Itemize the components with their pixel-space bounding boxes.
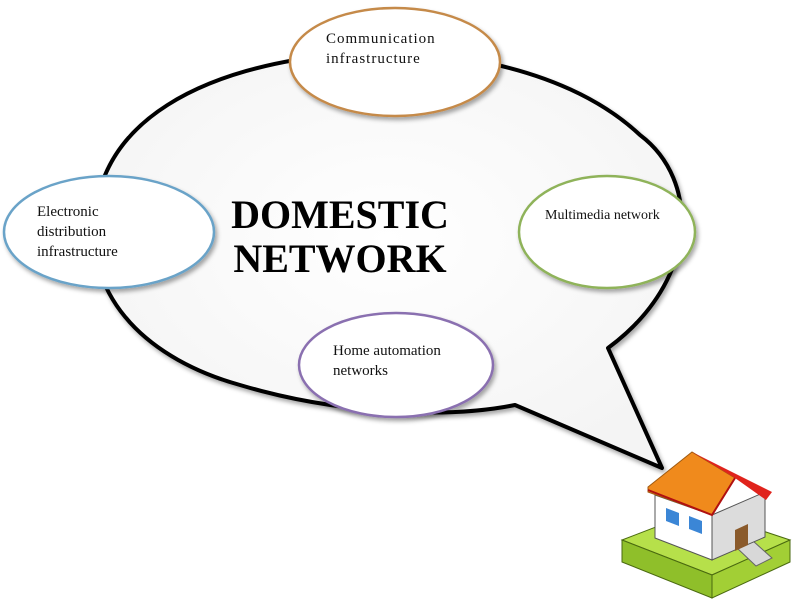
diagram-title: DOMESTIC NETWORK xyxy=(231,192,449,281)
house-roof-trim xyxy=(647,477,736,517)
node-communication-label: Communication infrastructure xyxy=(326,31,436,67)
house-side-wall xyxy=(711,491,766,561)
node-electronic-distribution-label: Electronic distribution infrastructure xyxy=(37,204,118,260)
house-window-left xyxy=(666,508,679,526)
node-communication-ellipse xyxy=(288,6,502,118)
speech-bubble xyxy=(92,50,684,470)
node-home-automation-ellipse xyxy=(297,311,495,419)
house-roof-edge xyxy=(692,452,772,500)
node-multimedia-ellipse xyxy=(517,174,697,290)
node-home-automation-label: Home automation networks xyxy=(333,343,441,379)
node-electronic-distribution-ellipse xyxy=(2,174,216,290)
house-icon xyxy=(620,451,792,599)
speech-bubble-shape xyxy=(92,50,684,470)
house-window-right xyxy=(689,516,702,534)
house-door xyxy=(735,524,748,551)
node-multimedia-label: Multimedia network xyxy=(545,208,660,223)
